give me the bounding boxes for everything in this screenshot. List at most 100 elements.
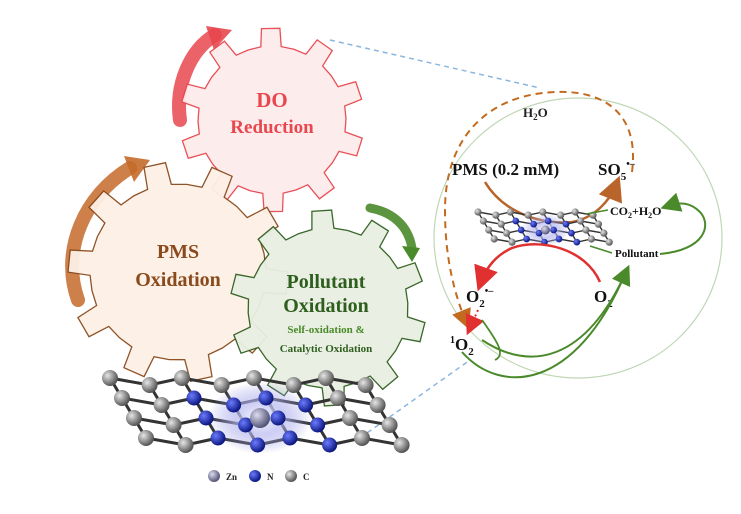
c-atom [381, 417, 398, 433]
n-atom [282, 430, 298, 446]
pms-oxidation-label-2: Oxidation [135, 269, 221, 291]
c-atom [600, 229, 608, 237]
pollutant-oxidation-label-1: Pollutant [287, 271, 366, 293]
c-atom [508, 238, 516, 246]
c-atom [141, 377, 158, 393]
c-atom [506, 208, 514, 216]
n-atom [517, 226, 525, 234]
c-atom [174, 370, 190, 386]
o2-to-singlet-arrow [481, 319, 501, 361]
c-atom [490, 235, 498, 243]
superoxide-label: O2•– [466, 286, 494, 310]
mechanism-circle-outline [433, 97, 723, 379]
c-atom [492, 211, 500, 219]
n-atom [535, 229, 543, 237]
c-atom [594, 220, 603, 228]
red-cycle-arrow [172, 28, 222, 127]
c-atom [474, 208, 482, 216]
dashed-h2o-arc [443, 90, 635, 330]
pms-label: PMS (0.2 mM) [452, 160, 559, 179]
so5-radical-label: SO5•– [598, 159, 636, 183]
zn-atom [541, 225, 550, 235]
c-atom [138, 430, 154, 446]
pollutant-oxidation-sub-1: Self-oxidation & [287, 324, 364, 336]
gear-pol-shape [230, 209, 426, 407]
n-atom [238, 417, 254, 433]
mini-catalyst-lattice [474, 208, 613, 247]
pms-oxidation-label-1: PMS [157, 241, 199, 263]
n-atom [573, 238, 581, 246]
c-atom [571, 208, 579, 216]
n-atom [226, 397, 242, 413]
n-atom [550, 226, 557, 234]
n-atom [258, 390, 274, 406]
c-atom [177, 437, 194, 453]
zoom-line-bottom [359, 359, 471, 439]
n-atom [523, 235, 530, 243]
c-atom [557, 211, 565, 219]
pollutant-to-catalyst-line [589, 245, 613, 254]
green-cycle-arrow [365, 203, 417, 253]
n-atom [270, 410, 286, 426]
c-atom [524, 211, 532, 219]
gear-do-shape [180, 27, 364, 213]
pollutant-to-co2-arrow [659, 192, 707, 255]
c-atom [582, 226, 590, 234]
c-atom [285, 377, 302, 393]
co2-h2o-label: CO2+H2O [610, 204, 662, 220]
c-atom [102, 370, 118, 386]
pollutant-oxidation-gear [230, 209, 426, 407]
c-atom [213, 377, 230, 393]
n-atom [210, 430, 226, 446]
zn-atom [250, 408, 270, 428]
zoom-line-top [329, 39, 541, 89]
n-atom [568, 229, 575, 237]
o2-to-superoxide-arrow [474, 243, 602, 292]
pollutant-oxidation-sub-2: Catalytic Oxidation [280, 343, 373, 355]
atom-legend: Zn N C [208, 470, 310, 482]
c-atom [485, 226, 493, 234]
c-atom [153, 397, 170, 413]
pollutant-label: Pollutant [615, 248, 659, 260]
n-atom [562, 220, 570, 228]
zn-legend-icon [208, 470, 220, 482]
singlet-oxygen-label: 1O2 [450, 335, 474, 358]
n-atom [186, 390, 202, 406]
n-atom [544, 217, 552, 225]
c-atom [605, 238, 613, 246]
n-legend-label: N [267, 472, 274, 482]
c-atom [587, 235, 596, 243]
n-atom [322, 437, 338, 453]
o2-label: O2 [594, 287, 613, 310]
c-atom [369, 397, 386, 413]
c-atom [246, 370, 262, 386]
c-atom [357, 377, 374, 393]
mechanism-panel: H2O PMS (0.2 mM) SO5•– CO2+H2O Pollutant… [433, 90, 723, 379]
n-atom [530, 220, 537, 228]
catalyst-to-co2-line [585, 209, 609, 215]
c-atom [126, 410, 142, 426]
brown-cycle-arrow [65, 161, 137, 307]
c-atom [479, 217, 487, 225]
c-atom [497, 220, 505, 228]
c-atom [114, 390, 130, 406]
c-atom [165, 417, 182, 433]
c-atom [503, 229, 511, 237]
pollutant-oxidation-label-2: Oxidation [283, 295, 369, 317]
superoxide-to-singlet-arrow [465, 309, 485, 336]
c-legend-icon [285, 470, 297, 482]
c-atom [330, 390, 346, 406]
zn-legend-label: Zn [226, 472, 237, 482]
do-reduction-label-2: Reduction [230, 117, 314, 138]
n-atom [250, 437, 266, 453]
zn-n-c-catalyst-lattice [102, 370, 410, 454]
do-reduction-gear [180, 27, 364, 213]
c-atom [354, 430, 370, 446]
c-atom [342, 410, 358, 426]
singlet-to-pollutant-arrow-2 [461, 271, 627, 379]
h2o-label: H2O [523, 105, 548, 122]
c-legend-label: C [303, 472, 310, 482]
n-atom [512, 217, 520, 225]
c-atom [393, 437, 410, 453]
